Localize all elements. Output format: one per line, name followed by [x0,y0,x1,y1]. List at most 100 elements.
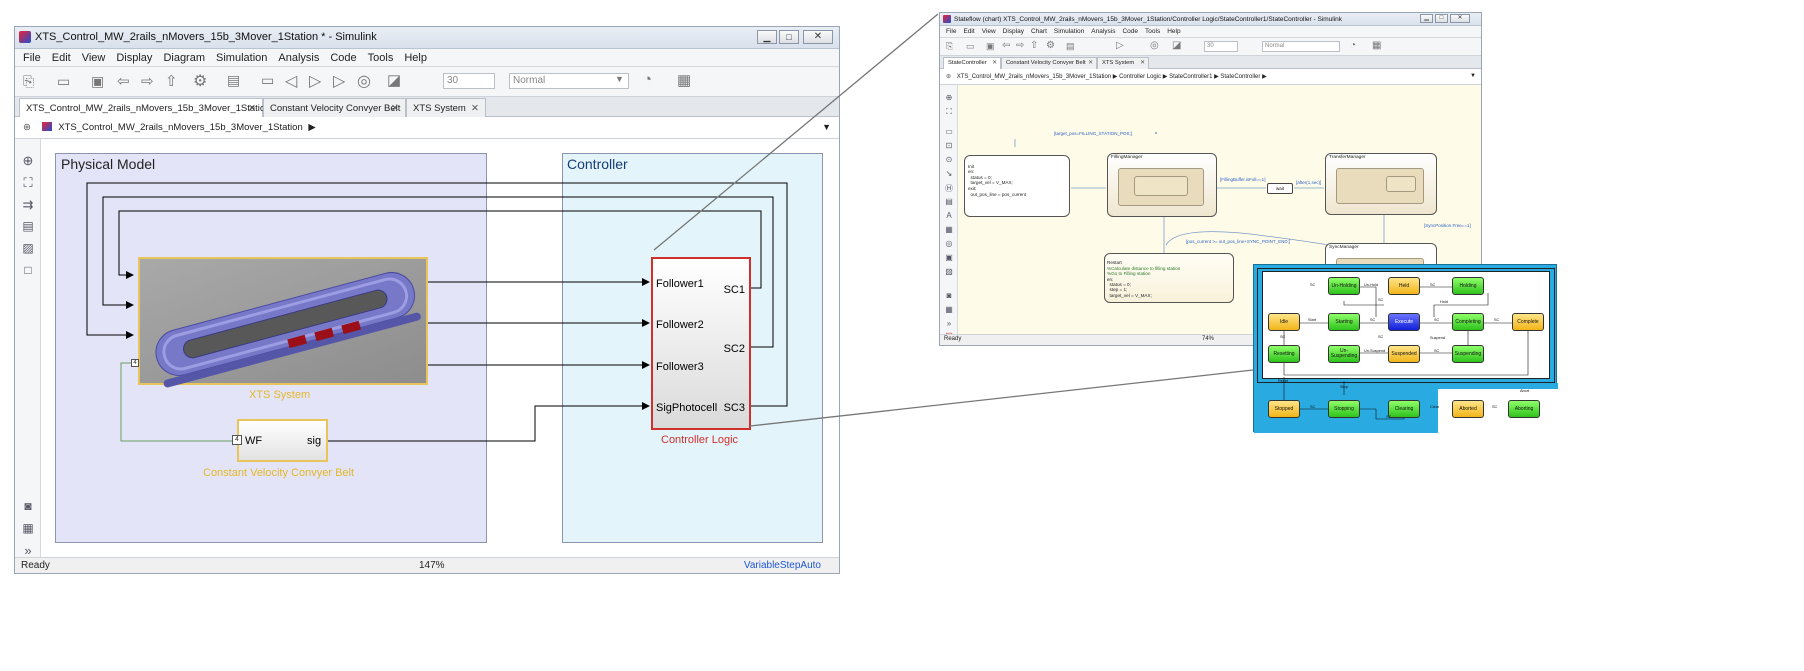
image-icon[interactable]: ▨ [22,241,34,255]
zoom-icon[interactable]: ⊕ [22,153,34,168]
chevron-down-icon[interactable]: ▼ [822,122,831,132]
model-config-icon[interactable]: ▭ [261,72,275,88]
save-icon[interactable]: ▣ [986,41,995,51]
close-button[interactable]: ✕ [1450,14,1470,23]
breadcrumb-item[interactable]: XTS_Control_MW_2rails_nMovers_15b_3Mover… [58,122,303,133]
stop-time-input[interactable]: 30 [1204,41,1238,52]
menu-display[interactable]: Display [1002,28,1024,35]
close-icon[interactable]: ✕ [471,103,479,114]
close-icon[interactable]: ✕ [992,60,997,66]
menu-analysis[interactable]: Analysis [278,52,320,64]
transition-label[interactable]: [SyncPosition.Free==1] [1424,223,1471,228]
sim-mode-select[interactable]: Normal [1262,41,1340,52]
menu-help[interactable]: Help [1167,28,1181,35]
browser-icon[interactable]: ▦ [945,305,953,314]
annotation-icon[interactable]: ▤ [22,219,34,233]
close-icon[interactable]: ✕ [1088,60,1093,66]
up-icon[interactable]: ⇧ [1030,40,1039,51]
model-advisor-icon[interactable]: ◔ [1350,40,1357,51]
library-icon[interactable]: ▤ [227,72,241,88]
transition-label[interactable]: [target_pos=FILLING_STATION_POS;] [1054,131,1132,136]
matlab-tool-icon[interactable]: ◎ [945,239,953,248]
solver-name[interactable]: VariableStepAuto [743,560,821,571]
stop-icon[interactable]: ◎ [357,73,371,90]
tab-conveyor-belt[interactable]: Constant Velocity Convyer Belt✕ [1001,57,1097,69]
library-icon[interactable]: ▤ [1066,41,1075,51]
run-icon[interactable]: ▷ [309,73,322,90]
breadcrumb-item[interactable]: Controller Logic [1119,74,1162,80]
menu-diagram[interactable]: Diagram [163,52,206,64]
maximize-button[interactable]: □ [779,30,799,44]
stop-icon[interactable]: ◎ [1150,40,1159,51]
menu-simulation[interactable]: Simulation [1053,28,1085,35]
state-restart[interactable]: Restart %Calculate distance to filling s… [1104,253,1234,303]
menu-view[interactable]: View [81,52,106,64]
save-icon[interactable]: ▣ [91,73,105,89]
open-folder-icon[interactable]: ▭ [966,41,975,51]
hide-explorer-icon[interactable]: ⊛ [946,74,952,80]
transition-label[interactable]: [after(1,sec)] [1296,180,1322,185]
menu-tools[interactable]: Tools [367,52,394,64]
gear-icon[interactable]: ⚙ [193,73,208,90]
menu-file[interactable]: File [23,52,41,64]
up-icon[interactable]: ⇧ [165,73,178,90]
feedback-line-sc2[interactable] [102,196,774,348]
new-model-icon[interactable]: ⎘ [23,73,35,89]
function-tool-icon[interactable]: ▤ [945,197,953,206]
area-icon[interactable]: □ [24,263,32,277]
transition-label[interactable]: [FillingBuffer.isFull==1] [1220,177,1266,182]
menu-simulation[interactable]: Simulation [216,52,268,64]
new-model-icon[interactable]: ⎘ [946,41,954,51]
xts-system-block[interactable] [138,257,428,388]
conveyor-belt-block[interactable]: 4 WF sig [232,419,328,462]
forward-icon[interactable]: ⇨ [141,73,154,90]
breadcrumb-item[interactable]: StateController1 [1169,74,1213,80]
screenshot-icon[interactable]: ◙ [24,499,32,513]
physical-connection-line[interactable] [120,362,236,442]
sim-mode-select[interactable]: Normal [509,73,629,89]
fit-view-icon[interactable]: ⛶ [946,107,952,116]
transition-tool-icon[interactable]: ↘ [945,169,953,178]
menu-view[interactable]: View [981,28,996,35]
close-icon[interactable]: ✕ [1140,60,1145,66]
tab-xts-system[interactable]: XTS System✕ [1097,57,1149,69]
breadcrumb-item[interactable]: XTS_Control_MW_2rails_nMovers_15b_3Mover… [956,74,1112,80]
maximize-button[interactable]: □ [1435,14,1448,23]
state-filling-manager[interactable]: FillingManager [1107,153,1217,217]
menu-code[interactable]: Code [330,52,357,64]
state-tool-icon[interactable]: ▭ [945,127,953,136]
expand-icon[interactable]: » [24,543,32,558]
model-advisor-icon[interactable]: ◔ [643,71,653,88]
breadcrumb-item[interactable]: StateController [1220,74,1261,80]
close-button[interactable]: ✕ [803,30,833,44]
step-forward-icon[interactable]: ▷ [333,73,346,90]
menu-edit[interactable]: Edit [51,52,71,64]
image-icon[interactable]: ▨ [945,267,953,276]
grid-icon[interactable]: ▦ [677,72,692,89]
forward-icon[interactable]: ⇨ [1016,40,1025,51]
step-back-icon[interactable]: ◁ [285,73,298,90]
menu-tools[interactable]: Tools [1145,28,1161,35]
hide-explorer-icon[interactable]: ⊛ [23,122,31,133]
expand-icon[interactable]: » [946,319,952,328]
scope-icon[interactable]: ◪ [1172,40,1182,51]
fit-view-icon[interactable]: ⛶ [23,175,33,190]
model-canvas[interactable]: Physical Model Controller [41,139,839,557]
junction-tool-icon[interactable]: ⊙ [945,155,953,164]
menu-code[interactable]: Code [1122,28,1139,35]
tab-conveyor-belt[interactable]: Constant Velocity Convyer Belt✕ [263,98,406,117]
screenshot-icon[interactable]: ◙ [946,291,952,300]
menu-edit[interactable]: Edit [963,28,975,35]
scope-icon[interactable]: ◪ [387,72,402,89]
zoom-icon[interactable]: ⊕ [945,93,953,102]
state-init[interactable]: Init en: status = 0; target_vel = V_MAX;… [964,155,1070,217]
controller-logic-block[interactable]: Follower1 Follower2 Follower3 SigPhotoce… [651,257,751,430]
run-icon[interactable]: ▷ [1116,40,1124,51]
table-tool-icon[interactable]: ▦ [945,225,953,234]
chevron-down-icon[interactable]: ▼ [615,74,624,84]
grid-icon[interactable]: ▦ [1372,40,1382,51]
minimize-button[interactable]: ▁ [757,30,777,44]
menu-analysis[interactable]: Analysis [1091,28,1116,35]
gear-icon[interactable]: ⚙ [1046,40,1055,51]
route-lines-icon[interactable]: ⇉ [22,197,34,212]
